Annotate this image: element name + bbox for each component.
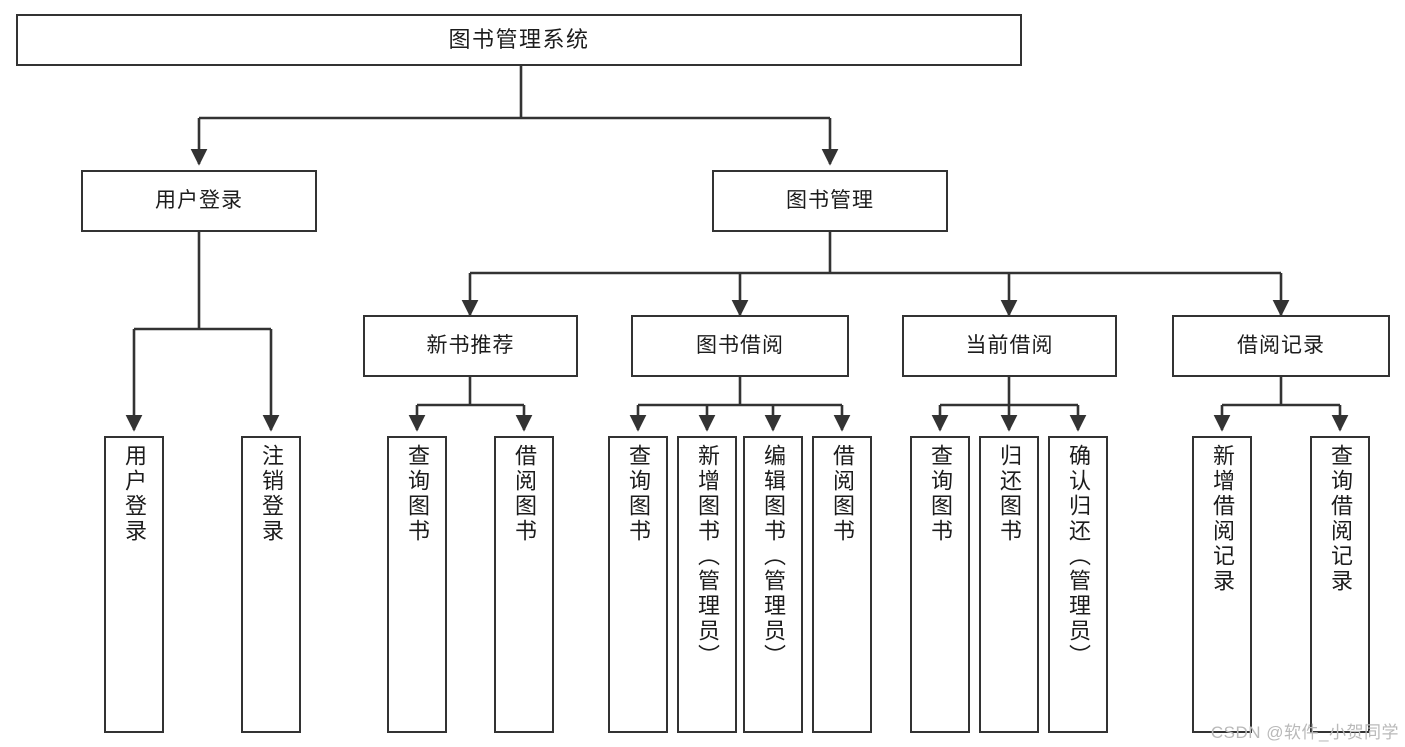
leaf-query-book-1[interactable]: 查询图书 xyxy=(387,436,447,733)
leaf-return-book[interactable]: 归还图书 xyxy=(979,436,1039,733)
csdn-watermark: CSDN @软件_小贺同学 xyxy=(1210,723,1399,742)
leaf-query-book-2-label: 查询图书 xyxy=(626,444,651,544)
leaf-confirm-return-admin-label: 确认归还（管理员） xyxy=(1066,444,1091,669)
leaf-query-book-3[interactable]: 查询图书 xyxy=(910,436,970,733)
leaf-add-record-label: 新增借阅记录 xyxy=(1210,444,1235,594)
leaf-user-login[interactable]: 用户登录 xyxy=(104,436,164,733)
node-user-login[interactable]: 用户登录 xyxy=(81,170,317,232)
leaf-query-record-label: 查询借阅记录 xyxy=(1328,444,1353,594)
node-current-borrow-label: 当前借阅 xyxy=(965,334,1054,358)
leaf-query-book-2[interactable]: 查询图书 xyxy=(608,436,668,733)
leaf-user-login-label: 用户登录 xyxy=(122,444,147,544)
leaf-query-book-3-label: 查询图书 xyxy=(928,444,953,544)
leaf-add-book-admin-label: 新增图书（管理员） xyxy=(695,444,720,669)
node-new-book-rec[interactable]: 新书推荐 xyxy=(363,315,578,377)
node-current-borrow[interactable]: 当前借阅 xyxy=(902,315,1117,377)
node-book-borrow-label: 图书借阅 xyxy=(696,334,784,358)
leaf-logout-label: 注销登录 xyxy=(259,444,284,544)
leaf-borrow-book-2[interactable]: 借阅图书 xyxy=(812,436,872,733)
node-root-label: 图书管理系统 xyxy=(448,26,590,52)
leaf-query-book-1-label: 查询图书 xyxy=(405,444,430,544)
leaf-edit-book-admin[interactable]: 编辑图书（管理员） xyxy=(743,436,803,733)
leaf-add-book-admin[interactable]: 新增图书（管理员） xyxy=(677,436,737,733)
leaf-query-record[interactable]: 查询借阅记录 xyxy=(1310,436,1370,733)
leaf-add-record[interactable]: 新增借阅记录 xyxy=(1192,436,1252,733)
leaf-borrow-book-1[interactable]: 借阅图书 xyxy=(494,436,554,733)
leaf-borrow-book-1-label: 借阅图书 xyxy=(512,444,537,544)
node-root[interactable]: 图书管理系统 xyxy=(16,14,1022,66)
leaf-return-book-label: 归还图书 xyxy=(997,444,1022,544)
node-borrow-record-label: 借阅记录 xyxy=(1237,334,1325,358)
leaf-borrow-book-2-label: 借阅图书 xyxy=(830,444,855,544)
leaf-confirm-return-admin[interactable]: 确认归还（管理员） xyxy=(1048,436,1108,733)
leaf-logout[interactable]: 注销登录 xyxy=(241,436,301,733)
node-book-borrow[interactable]: 图书借阅 xyxy=(631,315,849,377)
node-new-book-rec-label: 新书推荐 xyxy=(426,334,515,358)
node-book-manage[interactable]: 图书管理 xyxy=(712,170,948,232)
node-book-manage-label: 图书管理 xyxy=(786,189,874,213)
leaf-edit-book-admin-label: 编辑图书（管理员） xyxy=(761,444,786,669)
node-user-login-label: 用户登录 xyxy=(155,189,243,213)
node-borrow-record[interactable]: 借阅记录 xyxy=(1172,315,1390,377)
